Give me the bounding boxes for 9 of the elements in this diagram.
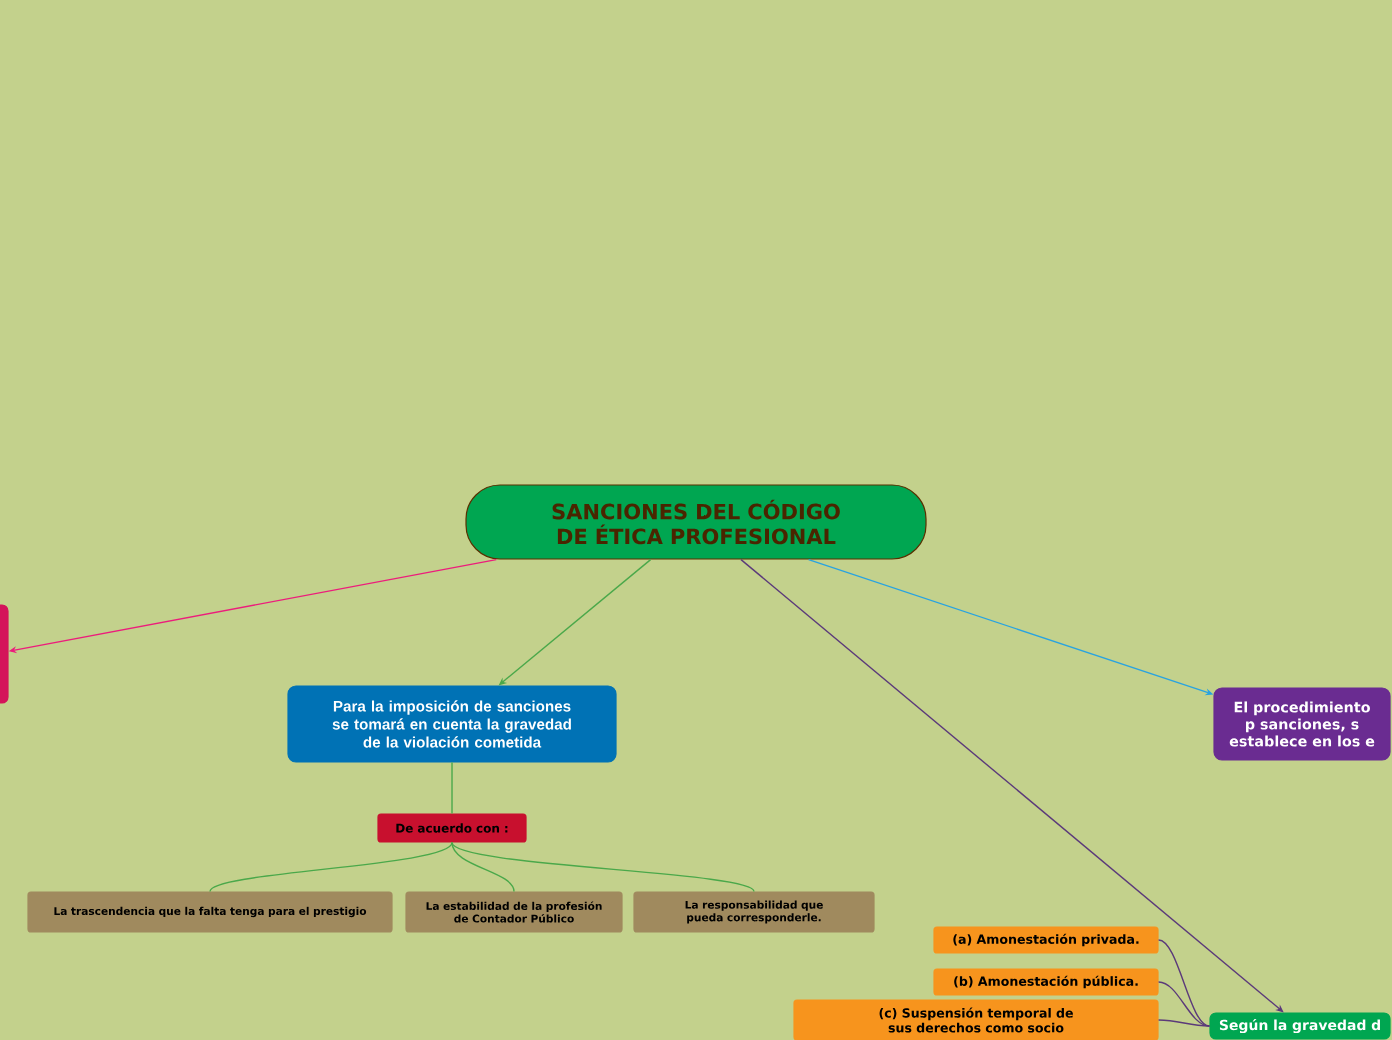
connector xyxy=(451,761,453,815)
connector xyxy=(209,841,453,893)
topic-box xyxy=(0,604,9,704)
connector xyxy=(1157,1019,1211,1027)
connector xyxy=(1157,981,1211,1027)
connector xyxy=(451,841,515,893)
connector xyxy=(1157,939,1211,1027)
topic-box: SANCIONES DEL CÓDIGO DE ÉTICA PROFESIONAL xyxy=(465,484,927,560)
connector xyxy=(451,841,755,893)
